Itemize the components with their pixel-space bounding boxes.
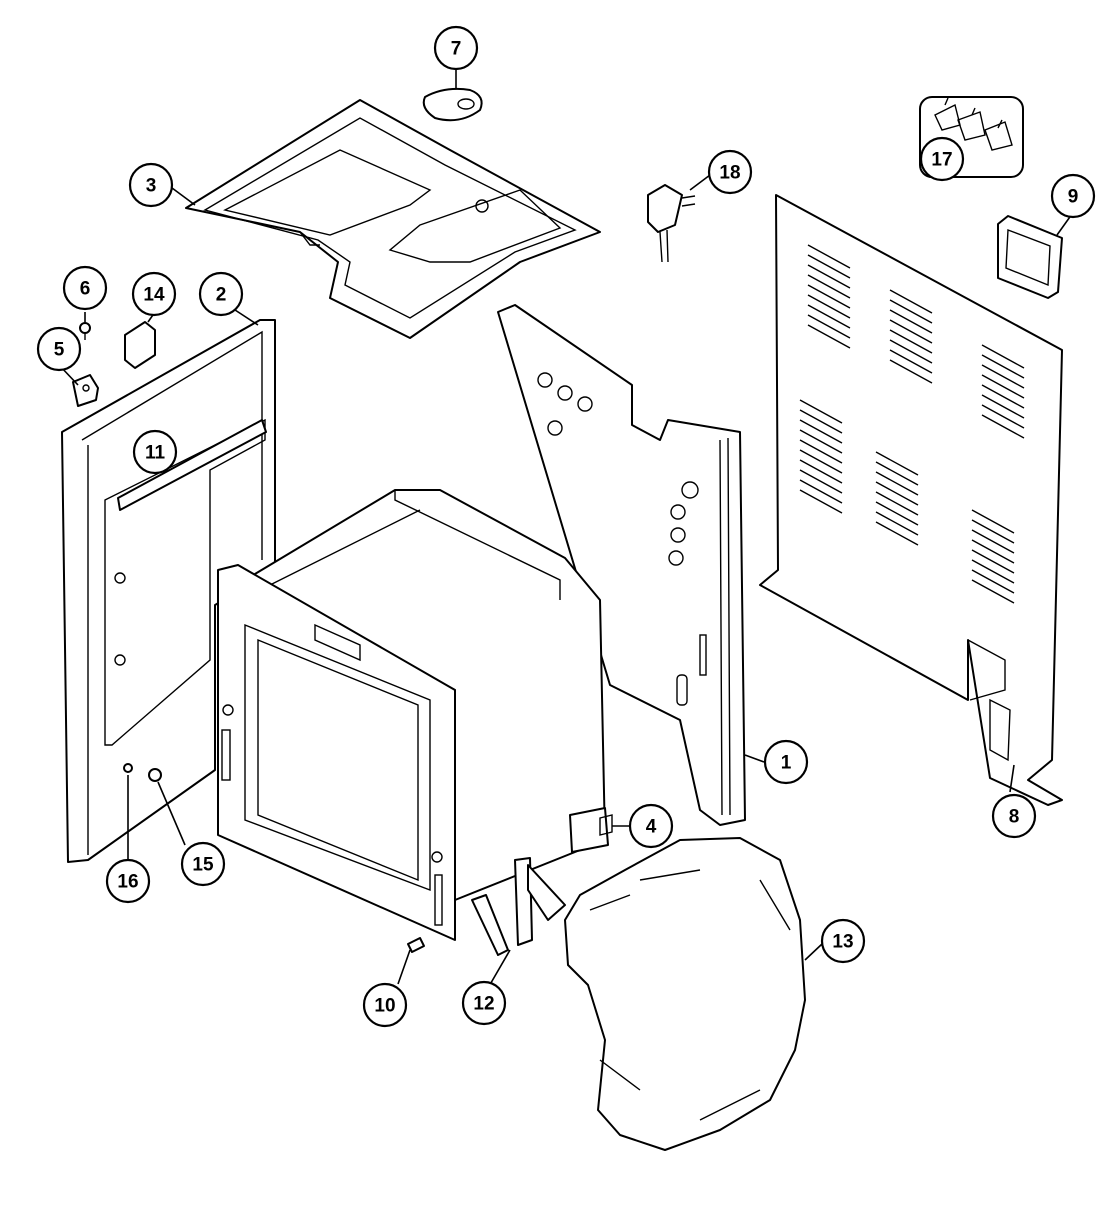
part-screw-16 xyxy=(123,763,133,773)
callout-16: 16 xyxy=(105,858,151,904)
svg-text:5: 5 xyxy=(54,340,65,361)
svg-text:2: 2 xyxy=(216,285,227,306)
svg-text:13: 13 xyxy=(832,932,853,953)
svg-text:9: 9 xyxy=(1068,187,1079,208)
svg-text:7: 7 xyxy=(451,39,462,60)
svg-text:4: 4 xyxy=(646,817,657,838)
part-corner-bracket xyxy=(72,374,99,407)
callout-3: 3 xyxy=(128,162,174,208)
callout-1: 1 xyxy=(763,739,809,785)
callout-14: 14 xyxy=(131,271,177,317)
part-screw-6 xyxy=(79,322,91,340)
svg-text:3: 3 xyxy=(146,176,157,197)
part-hinge xyxy=(471,857,566,956)
svg-text:6: 6 xyxy=(80,279,91,300)
callout-15: 15 xyxy=(180,841,226,887)
part-small-clip xyxy=(569,807,613,853)
svg-text:11: 11 xyxy=(145,443,166,464)
svg-text:1: 1 xyxy=(781,753,792,774)
callout-5: 5 xyxy=(36,326,82,372)
part-oven-cavity xyxy=(217,489,606,941)
callout-18: 18 xyxy=(707,149,753,195)
svg-text:8: 8 xyxy=(1009,807,1020,828)
part-insulation xyxy=(564,837,806,1151)
svg-text:18: 18 xyxy=(719,163,740,184)
svg-text:16: 16 xyxy=(117,872,138,893)
part-spacer xyxy=(124,321,156,369)
part-screw-10 xyxy=(407,937,425,953)
svg-text:12: 12 xyxy=(473,994,494,1015)
rear-panel-vents xyxy=(799,244,1025,604)
part-trim-strip xyxy=(117,419,267,511)
callout-8: 8 xyxy=(991,793,1037,839)
callout-12: 12 xyxy=(461,980,507,1026)
callout-10: 10 xyxy=(362,982,408,1028)
part-rear-panel xyxy=(759,194,1063,806)
svg-text:10: 10 xyxy=(374,996,395,1017)
part-top-panel xyxy=(185,99,601,339)
part-screw-15 xyxy=(148,768,162,782)
callout-13: 13 xyxy=(820,918,866,964)
callout-4: 4 xyxy=(628,803,674,849)
part-small-cover xyxy=(422,87,483,122)
svg-text:14: 14 xyxy=(143,285,165,306)
callout-9: 9 xyxy=(1050,173,1096,219)
callout-7: 7 xyxy=(433,25,479,71)
callout-17: 17 xyxy=(919,136,965,182)
part-side-panel xyxy=(497,304,746,826)
part-plug xyxy=(647,184,696,263)
svg-text:17: 17 xyxy=(931,150,952,171)
svg-text:15: 15 xyxy=(192,855,214,876)
callout-6: 6 xyxy=(62,265,108,311)
part-bracket xyxy=(997,215,1063,299)
callout-2: 2 xyxy=(198,271,244,317)
callout-11: 11 xyxy=(132,429,178,475)
